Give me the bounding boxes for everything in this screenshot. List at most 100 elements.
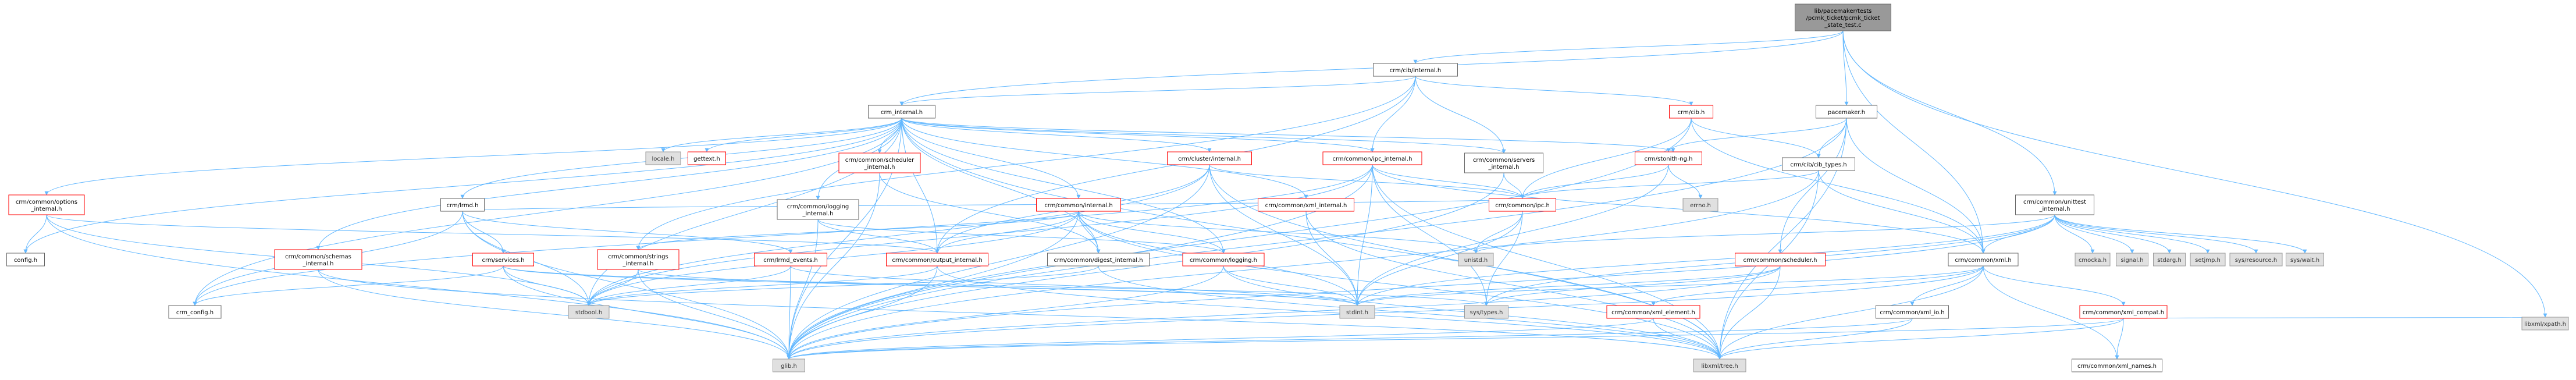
node-signal: signal.h: [2116, 253, 2148, 267]
node-xml-element[interactable]: crm/common/xml_element.h: [1606, 305, 1700, 319]
node-pacemaker[interactable]: pacemaker.h: [1816, 105, 1877, 119]
edge-crm_internal-to-locale: [661, 118, 902, 152]
node-cluster-internal[interactable]: crm/cluster/internal.h: [1167, 151, 1252, 165]
node-schemas-internal[interactable]: crm/common/schemas_internal.h: [274, 249, 362, 270]
edge-xml_element-to-glib: [787, 318, 1654, 360]
edge-crm_internal-to-scheduler_internal: [877, 118, 902, 154]
node-glib: glib.h: [773, 358, 805, 372]
node-gettext[interactable]: gettext.h: [688, 151, 726, 165]
node-unittest[interactable]: crm/common/unittest_internal.h: [2015, 194, 2094, 215]
node-label: _internal.h: [31, 206, 62, 212]
edge-options_internal-to-glib: [46, 214, 791, 360]
node-stdbool: stdbool.h: [568, 305, 610, 319]
node-box: [1167, 151, 1252, 165]
node-label: config.h: [14, 257, 37, 264]
edge-lrmd_events-to-stdbool: [586, 265, 791, 306]
edge-crm_cib-to-glib: [787, 118, 1692, 360]
node-label: stdarg.h: [2157, 257, 2181, 264]
edge-schemas_internal-to-glib: [318, 269, 791, 360]
edge-root-to-crm_internal: [899, 30, 1844, 106]
edge-crm_internal-to-servers_internal: [901, 118, 1506, 154]
node-strings-internal[interactable]: crm/common/strings_internal.h: [597, 249, 679, 270]
edge-common_internal-to-strings_internal: [636, 211, 1079, 250]
node-box: [2079, 305, 2168, 319]
edge-xml_compat-to-libxml_tree: [1717, 318, 2124, 360]
edge-lrmd-to-services: [462, 211, 506, 254]
edge-common_ipc-to-stdint: [1355, 211, 1523, 306]
edge-cib_internal-to-ipc_internal: [1370, 76, 1416, 152]
node-common-internal[interactable]: crm/common/internal.h: [1036, 198, 1121, 212]
edge-lrmd_events-to-stdint: [790, 265, 1360, 306]
node-crm-cib[interactable]: crm/cib.h: [1669, 105, 1713, 119]
edge-pacemaker-to-glib: [787, 118, 1847, 360]
node-xml-names[interactable]: crm/common/xml_names.h: [2072, 358, 2162, 372]
edge-crm_internal-to-schemas_internal: [316, 118, 902, 250]
node-label: crm/services.h: [482, 257, 524, 264]
node-box: [2229, 253, 2283, 267]
node-locale: locale.h: [645, 151, 681, 165]
node-box: [1489, 198, 1556, 212]
node-root[interactable]: lib/pacemaker/tests/pcmk_ticket/pcmk_tic…: [1795, 3, 1891, 31]
node-common-logging[interactable]: crm/common/logging.h: [1182, 253, 1265, 267]
node-lrmd-events[interactable]: crm/lrmd_events.h: [754, 253, 827, 267]
node-servers-internal[interactable]: crm/common/servers_internal.h: [1464, 152, 1543, 173]
node-options-internal[interactable]: crm/common/options_internal.h: [8, 194, 85, 215]
node-crm-internal[interactable]: crm_internal.h: [868, 105, 935, 119]
node-box: [773, 358, 805, 372]
node-label: crm/lrmd_events.h: [763, 257, 818, 264]
edge-unittest-to-setjmp: [2054, 214, 2210, 254]
node-label: crm_internal.h: [881, 109, 923, 116]
edge-xml_compat-to-libxml_xpath: [2123, 317, 2546, 322]
node-box: [1816, 105, 1877, 119]
node-xml-internal[interactable]: crm/common/xml_internal.h: [1258, 198, 1354, 212]
node-label: crm/cib/cib_types.h: [1790, 162, 1846, 168]
node-logging-internal[interactable]: crm/common/logging_internal.h: [777, 199, 859, 220]
edge-common_scheduler-to-sys_types: [1484, 265, 1781, 306]
edge-root-to-pacemaker: [1842, 30, 1849, 106]
node-label: crm/common/schemas: [285, 254, 351, 260]
node-cib-internal[interactable]: crm/cib/internal.h: [1373, 63, 1458, 77]
node-lrmd[interactable]: crm/lrmd.h: [440, 198, 485, 212]
edge-crm_internal-to-common_logging: [901, 118, 1226, 254]
node-output-internal[interactable]: crm/common/output_internal.h: [886, 253, 988, 267]
node-box: [1795, 3, 1891, 31]
edge-unittest-to-signal: [2054, 214, 2134, 254]
edge-unittest-to-unistd: [1474, 214, 2055, 254]
node-box: [645, 151, 681, 165]
edge-common_internal-to-common_logging: [1078, 211, 1226, 254]
edge-cluster_internal-to-stdint: [1209, 164, 1360, 306]
edge-cib_internal-to-crm_cib: [1415, 76, 1693, 106]
node-services[interactable]: crm/services.h: [472, 253, 534, 267]
edge-stonith_ng-to-errno: [1668, 164, 1703, 199]
node-sys-wait: sys/wait.h: [2286, 253, 2324, 267]
edge-common_ipc-to-unistd: [1474, 211, 1523, 254]
node-box: [440, 198, 485, 212]
node-crm-config[interactable]: crm_config.h: [168, 305, 222, 319]
node-common-scheduler[interactable]: crm/common/scheduler.h: [1735, 253, 1826, 267]
node-label: _internal.h: [802, 211, 834, 217]
node-xml-compat[interactable]: crm/common/xml_compat.h: [2079, 305, 2168, 319]
node-label: crm/common/xml_io.h: [1880, 310, 1944, 316]
node-stonith-ng[interactable]: crm/stonith-ng.h: [1635, 151, 1702, 165]
edge-xml_internal-to-libxml_tree: [1305, 211, 1722, 360]
edge-logging_internal-to-common_logging: [817, 219, 1226, 254]
edge-crm_internal-to-ipc_internal: [901, 118, 1375, 152]
node-common-ipc[interactable]: crm/common/ipc.h: [1489, 198, 1556, 212]
node-common-xml[interactable]: crm/common/xml.h: [1948, 253, 2019, 267]
node-ipc-internal[interactable]: crm/common/ipc_internal.h: [1322, 151, 1422, 165]
edge-common_xml-to-xml_compat: [1983, 265, 2126, 306]
node-label: gettext.h: [693, 156, 720, 162]
node-box: [2075, 253, 2111, 267]
node-xml-io[interactable]: crm/common/xml_io.h: [1876, 305, 1949, 319]
node-config[interactable]: config.h: [6, 253, 45, 267]
edge-cib_internal-to-crm_internal: [899, 76, 1416, 106]
node-scheduler-internal[interactable]: crm/common/scheduler_internal.h: [838, 152, 921, 173]
node-digest-internal[interactable]: crm/common/digest_internal.h: [1047, 253, 1150, 267]
node-cib-types[interactable]: crm/cib/cib_types.h: [1782, 157, 1855, 171]
node-box: [1948, 253, 2019, 267]
node-label: crm/common/xml_internal.h: [1265, 203, 1347, 209]
edge-common_xml-to-xml_io: [1910, 265, 1984, 306]
node-label: crm/common/logging: [787, 204, 849, 210]
node-box: [1635, 151, 1702, 165]
node-box: [1322, 151, 1422, 165]
